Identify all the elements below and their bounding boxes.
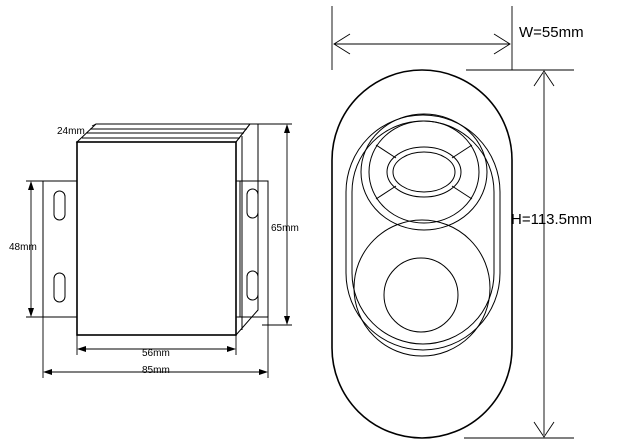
label-remote-width: W=55mm bbox=[519, 24, 584, 41]
remote-control-drawing: W=55mm H=113.5mm bbox=[331, 6, 592, 439]
label-height-left: 48mm bbox=[9, 242, 37, 253]
box-front-face bbox=[76, 141, 237, 336]
dimension-depth: 24mm bbox=[57, 123, 97, 137]
box-side-face bbox=[235, 123, 259, 337]
remote-inner-panel bbox=[345, 114, 501, 351]
left-mounting-bracket bbox=[42, 180, 78, 318]
right-mounting-bracket bbox=[235, 180, 269, 318]
dimension-remote-height: H=113.5mm bbox=[464, 69, 592, 439]
receiver-box-drawing: 24mm 48mm 65mm 56mm bbox=[9, 123, 299, 378]
label-height-right: 65mm bbox=[271, 223, 299, 234]
dimension-width-inner: 56mm bbox=[76, 335, 237, 359]
dimension-height-left: 48mm bbox=[9, 180, 43, 318]
round-button bbox=[353, 219, 491, 357]
label-depth: 24mm bbox=[57, 126, 85, 137]
remote-outer-body bbox=[331, 69, 513, 439]
label-remote-height: H=113.5mm bbox=[511, 211, 592, 228]
dimension-height-right: 65mm bbox=[258, 123, 299, 326]
center-button bbox=[386, 146, 462, 198]
direction-button-cluster bbox=[360, 113, 488, 231]
dimension-width-outer: 85mm bbox=[42, 317, 269, 378]
dimension-remote-width: W=55mm bbox=[331, 6, 584, 70]
box-top-edge bbox=[75, 123, 252, 143]
label-width-outer: 85mm bbox=[142, 365, 170, 376]
label-width-inner: 56mm bbox=[142, 348, 170, 359]
